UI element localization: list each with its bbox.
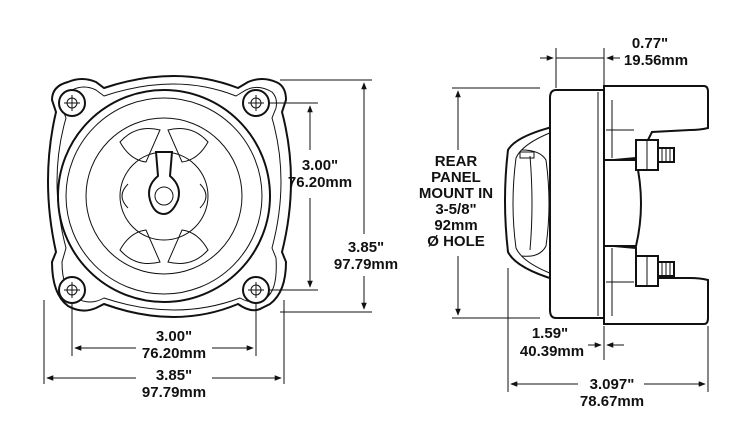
dim-overall-depth-in: 3.097" [590, 376, 635, 393]
dim-overall-width-mm: 97.79mm [142, 384, 206, 401]
terminal-stud-lower [635, 255, 675, 287]
dim-top-depth-mm: 19.56mm [624, 52, 688, 69]
panel-note-line-1: REAR [435, 153, 478, 170]
front-view [47, 75, 292, 318]
mount-hole-top-left [58, 89, 86, 117]
dim-mount-vertical-mm: 76.20mm [288, 174, 352, 191]
dim-top-depth-in: 0.77" [632, 35, 668, 52]
side-view [504, 85, 709, 325]
dim-knob-depth-in: 1.59" [532, 325, 568, 342]
knob-ring [85, 117, 243, 275]
panel-note-line-6: Ø HOLE [427, 233, 485, 250]
front-dimensions [43, 79, 372, 384]
dim-overall-height-in: 3.85" [348, 239, 384, 256]
dim-mount-horizontal-in: 3.00" [156, 328, 192, 345]
mount-hole-bottom-left [58, 276, 86, 304]
dim-mount-horizontal-mm: 76.20mm [142, 345, 206, 362]
panel-note-line-4: 3-5/8" [435, 201, 476, 218]
panel-note-line-3: MOUNT IN [419, 185, 493, 202]
side-housing [549, 89, 605, 319]
panel-note-line-2: PANEL [431, 169, 481, 186]
terminal-stud-upper [635, 139, 675, 171]
knob-lobes [119, 128, 209, 264]
panel-note-line-5: 92mm [434, 217, 477, 234]
dim-overall-width-in: 3.85" [156, 367, 192, 384]
dim-mount-vertical-in: 3.00" [302, 157, 338, 174]
mount-hole-top-right [242, 89, 270, 117]
knob-handle [148, 151, 180, 216]
side-knob [504, 124, 557, 282]
side-dimensions [452, 48, 709, 392]
dim-knob-depth-mm: 40.39mm [520, 343, 584, 360]
dim-overall-depth-mm: 78.67mm [580, 393, 644, 410]
mount-hole-bottom-right [242, 276, 270, 304]
dim-overall-height-mm: 97.79mm [334, 256, 398, 273]
